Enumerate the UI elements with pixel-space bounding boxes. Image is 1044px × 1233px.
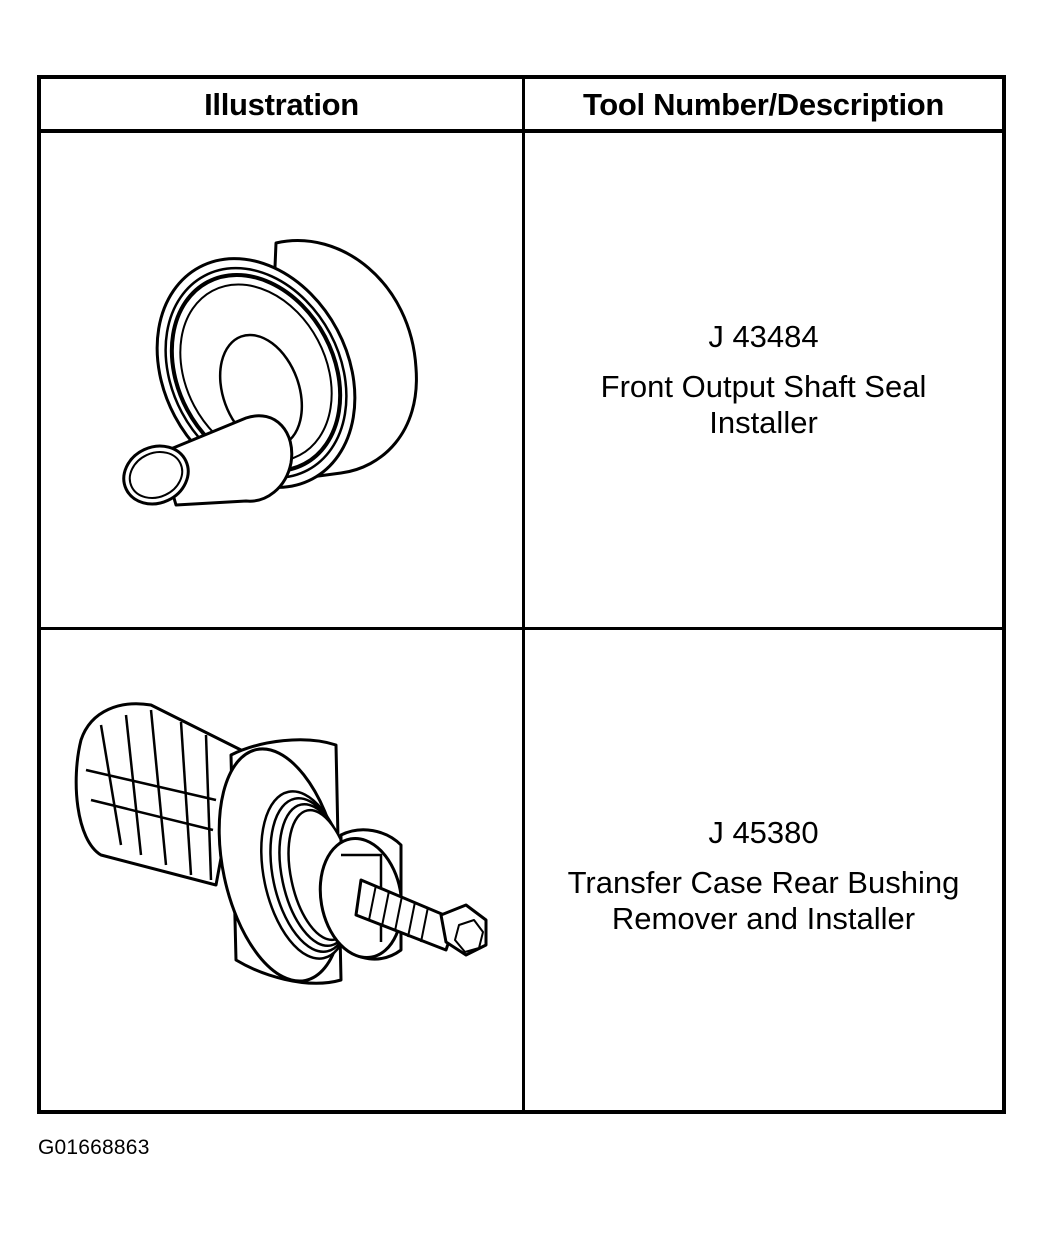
tool-table: Illustration Tool Number/Description	[37, 75, 1006, 1114]
row-divider	[41, 627, 1002, 630]
tool-description-front-output-shaft-seal: Front Output Shaft Seal Installer	[600, 369, 927, 440]
table-header-row: Illustration Tool Number/Description	[41, 79, 1002, 133]
header-tool-number-description: Tool Number/Description	[582, 87, 945, 122]
bushing-remover-installer-icon	[74, 702, 488, 985]
column-divider	[522, 79, 525, 1110]
seal-installer-icon	[122, 239, 418, 507]
table-row-1-description-cell: J 43484 Front Output Shaft Seal Installe…	[525, 319, 1002, 441]
figure-id: G01668863	[38, 1136, 150, 1159]
tool-number-j45380: J 45380	[708, 815, 819, 850]
tool-description-transfer-case-rear-bushing: Transfer Case Rear Bushing Remover and I…	[567, 865, 960, 936]
table-row-2-description-cell: J 45380 Transfer Case Rear Bushing Remov…	[525, 815, 1002, 937]
header-illustration: Illustration	[204, 87, 359, 122]
table-row-1-illustration	[41, 133, 522, 627]
table-row-2-illustration	[41, 630, 522, 1110]
tool-number-j43484: J 43484	[708, 319, 819, 354]
